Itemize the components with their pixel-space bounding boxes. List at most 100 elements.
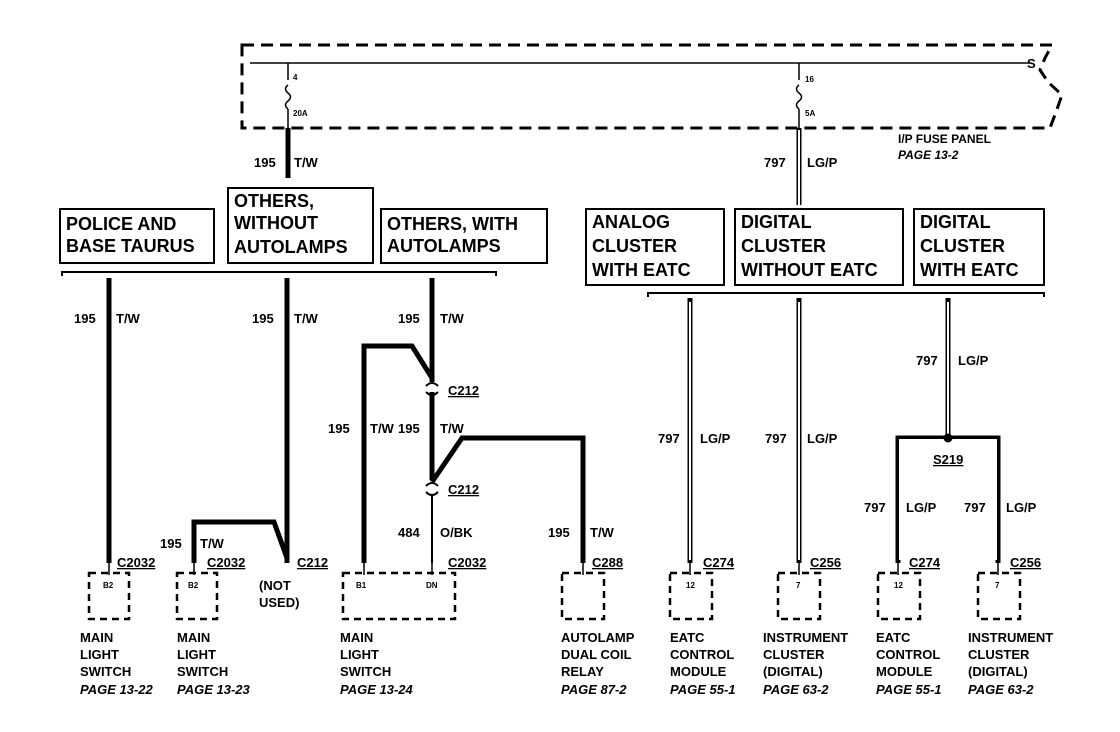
svg-text:CLUSTER: CLUSTER — [968, 647, 1030, 662]
fuse-left-num: 4 — [293, 73, 298, 82]
fuse-panel-page: PAGE 13-2 — [898, 148, 959, 162]
box-line: POLICE AND — [66, 214, 176, 234]
box-line: CLUSTER — [741, 236, 826, 256]
wire-num: 797 — [864, 500, 886, 515]
c212-upper-mark — [425, 382, 439, 396]
box-others-with — [380, 208, 548, 264]
pin: 7 — [995, 581, 1000, 590]
fuse-right-amp: 5A — [805, 109, 815, 118]
wire-num: 195 — [74, 311, 96, 326]
wire-color: T/W — [590, 525, 615, 540]
wire-relay — [429, 435, 586, 563]
box-line: CLUSTER — [592, 236, 677, 256]
svg-text:PAGE 63-2: PAGE 63-2 — [968, 682, 1034, 697]
svg-text:INSTRUMENT: INSTRUMENT — [968, 630, 1053, 645]
fuse-left-amp: 20A — [293, 109, 308, 118]
component-names: MAIN LIGHT SWITCH PAGE 13-22 MAIN LIGHT … — [80, 578, 1053, 697]
svg-text:PAGE 55-1: PAGE 55-1 — [670, 682, 736, 697]
wire-num: 195 — [160, 536, 182, 551]
pin: B2 — [103, 581, 114, 590]
box-line: AUTOLAMPS — [387, 236, 501, 256]
wire-color: LG/P — [958, 353, 989, 368]
pin: 12 — [686, 581, 695, 590]
pin: B2 — [188, 581, 199, 590]
svg-text:PAGE 87-2: PAGE 87-2 — [561, 682, 627, 697]
box-line: WITHOUT EATC — [741, 260, 878, 280]
box-texts: POLICE AND BASE TAURUS OTHERS, WITHOUT A… — [66, 191, 1019, 280]
svg-text:PAGE 55-1: PAGE 55-1 — [876, 682, 942, 697]
svg-text:MAIN: MAIN — [80, 630, 113, 645]
conn-id: C274 — [703, 555, 735, 570]
fuse-right-num: 16 — [805, 75, 814, 84]
conn-id: C2032 — [117, 555, 155, 570]
box-line: ANALOG — [592, 212, 670, 232]
wire-num: 195 — [548, 525, 570, 540]
svg-text:MODULE: MODULE — [876, 664, 933, 679]
box-digital-without — [734, 208, 904, 286]
component-boxes — [87, 571, 1022, 621]
svg-text:INSTRUMENT: INSTRUMENT — [763, 630, 848, 645]
wire-num: 195 — [328, 421, 350, 436]
fuse-left — [284, 63, 292, 128]
conn-id: C256 — [810, 555, 841, 570]
pin-marks — [108, 563, 999, 575]
wire-num: 797 — [916, 353, 938, 368]
wire-color: LG/P — [807, 431, 838, 446]
fuse-right — [795, 63, 803, 128]
svg-text:RELAY: RELAY — [561, 664, 604, 679]
pin-labels: B2 B2 B1 DN 12 7 12 7 — [103, 581, 1000, 590]
wire-color: LG/P — [807, 155, 838, 170]
wire-num: 195 — [252, 311, 274, 326]
wire-color: T/W — [370, 421, 395, 436]
svg-text:SWITCH: SWITCH — [80, 664, 131, 679]
svg-text:PAGE 13-23: PAGE 13-23 — [177, 682, 251, 697]
conn-id: C212 — [297, 555, 328, 570]
pin: B1 — [356, 581, 367, 590]
wire-color: LG/P — [906, 500, 937, 515]
pin: DN — [426, 581, 438, 590]
s219-label: S219 — [933, 452, 963, 467]
svg-text:LIGHT: LIGHT — [340, 647, 379, 662]
c212-lower: C212 — [448, 482, 479, 497]
wire-color: T/W — [200, 536, 225, 551]
svg-text:EATC: EATC — [876, 630, 911, 645]
pin: 12 — [894, 581, 903, 590]
box-line: OTHERS, WITH — [387, 214, 518, 234]
lgp-branches — [687, 298, 1001, 563]
wire-color: T/W — [440, 311, 465, 326]
bracket-left — [61, 271, 497, 276]
wire-num: 195 — [398, 421, 420, 436]
conn-id: C274 — [909, 555, 941, 570]
svg-text:AUTOLAMP: AUTOLAMP — [561, 630, 635, 645]
svg-text:EATC: EATC — [670, 630, 705, 645]
wire-num: 484 — [398, 525, 420, 540]
svg-text:(DIGITAL): (DIGITAL) — [968, 664, 1028, 679]
wire-num: 797 — [764, 155, 786, 170]
fuse-panel-outline — [240, 43, 1064, 130]
wire-c2032-2 — [191, 519, 290, 563]
wire-num: 797 — [964, 500, 986, 515]
wire-color: T/W — [294, 155, 319, 170]
splice-s219 — [943, 433, 953, 443]
wire-color: T/W — [294, 311, 319, 326]
box-line: BASE TAURUS — [66, 236, 195, 256]
box-line: CLUSTER — [920, 236, 1005, 256]
wire-color: LG/P — [1006, 500, 1037, 515]
svg-text:DUAL COIL: DUAL COIL — [561, 647, 632, 662]
pin: 7 — [796, 581, 801, 590]
svg-text:USED): USED) — [259, 595, 299, 610]
box-analog — [585, 208, 725, 286]
box-line: WITH EATC — [592, 260, 691, 280]
wire-color: T/W — [116, 311, 141, 326]
connector-ids: C2032 C2032 C212 C2032 C288 C274 C256 C2… — [117, 555, 1041, 570]
box-police — [59, 208, 215, 264]
svg-text:MAIN: MAIN — [340, 630, 373, 645]
box-line: WITHOUT — [234, 213, 318, 233]
svg-text:LIGHT: LIGHT — [177, 647, 216, 662]
svg-text:PAGE 13-24: PAGE 13-24 — [340, 682, 414, 697]
svg-text:PAGE 13-22: PAGE 13-22 — [80, 682, 154, 697]
svg-text:SWITCH: SWITCH — [340, 664, 391, 679]
wire-labels: 195 T/W 797 LG/P 195 T/W 195 T/W 195 T/W… — [74, 155, 1037, 551]
